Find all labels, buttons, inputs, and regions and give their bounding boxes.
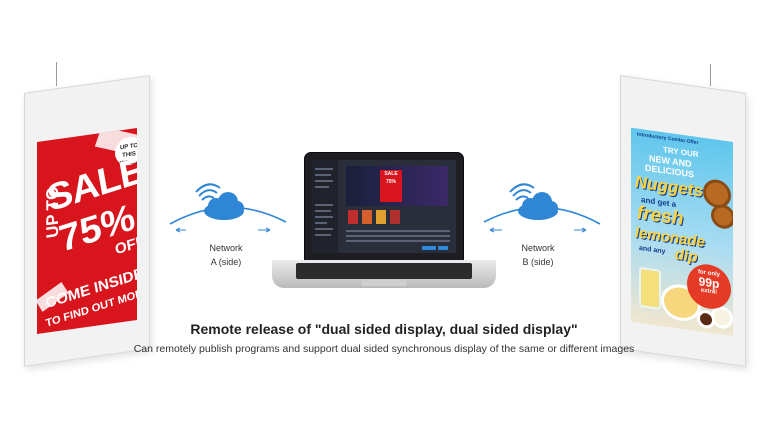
arrow-right-icon <box>258 227 271 233</box>
subline: Can remotely publish programs and suppor… <box>133 343 635 355</box>
network-a-label: Network A (side) <box>196 241 256 269</box>
app-preview-poster: SALE 75% <box>380 170 402 202</box>
network-a-side: A (side) <box>210 257 242 267</box>
laptop-screen: SALE 75% <box>312 160 456 253</box>
app-thumbnail <box>362 210 372 224</box>
laptop-lid: SALE 75% <box>304 152 464 262</box>
app-sidebar <box>312 160 338 253</box>
network-a-graphic <box>169 183 287 233</box>
wifi-signal-icon <box>201 195 215 201</box>
laptop-trackpad <box>361 280 407 286</box>
arrow-left-icon <box>489 227 502 233</box>
arrow-right-icon <box>574 227 587 233</box>
network-b-title: Network <box>521 243 555 253</box>
app-thumbnail <box>390 210 400 224</box>
wifi-signal-icon <box>515 195 529 201</box>
laptop-keyboard <box>296 263 472 279</box>
pretzel-image <box>711 202 733 231</box>
network-a-title: Network <box>209 243 243 253</box>
dip-text: dip <box>675 245 698 267</box>
app-confirm-button <box>422 246 436 250</box>
app-table-row <box>346 240 450 242</box>
app-thumbnail <box>348 210 358 224</box>
offer-kicker: Introductory Combo Offer <box>637 131 699 147</box>
app-table-row <box>346 235 450 237</box>
lemonade-glass-image <box>639 266 661 310</box>
left-hanging-wire <box>56 62 57 86</box>
app-thumbnail <box>376 210 386 224</box>
network-b-label: Network B (side) <box>508 241 568 269</box>
and-any-text: and any <box>639 244 666 256</box>
network-b-side: B (side) <box>522 257 554 267</box>
app-confirm-button <box>438 246 448 250</box>
right-display-screen: Introductory Combo Offer TRY OUR NEW AND… <box>631 127 733 337</box>
headline: Remote release of "dual sided display, d… <box>190 321 578 337</box>
network-b-graphic <box>483 183 601 233</box>
signal-arc <box>483 206 601 225</box>
right-hanging-wire <box>710 64 711 86</box>
signal-arc <box>169 206 287 225</box>
up-to-label: UP TO <box>43 185 62 240</box>
arrow-left-icon <box>175 227 186 233</box>
app-table-row <box>346 230 450 232</box>
